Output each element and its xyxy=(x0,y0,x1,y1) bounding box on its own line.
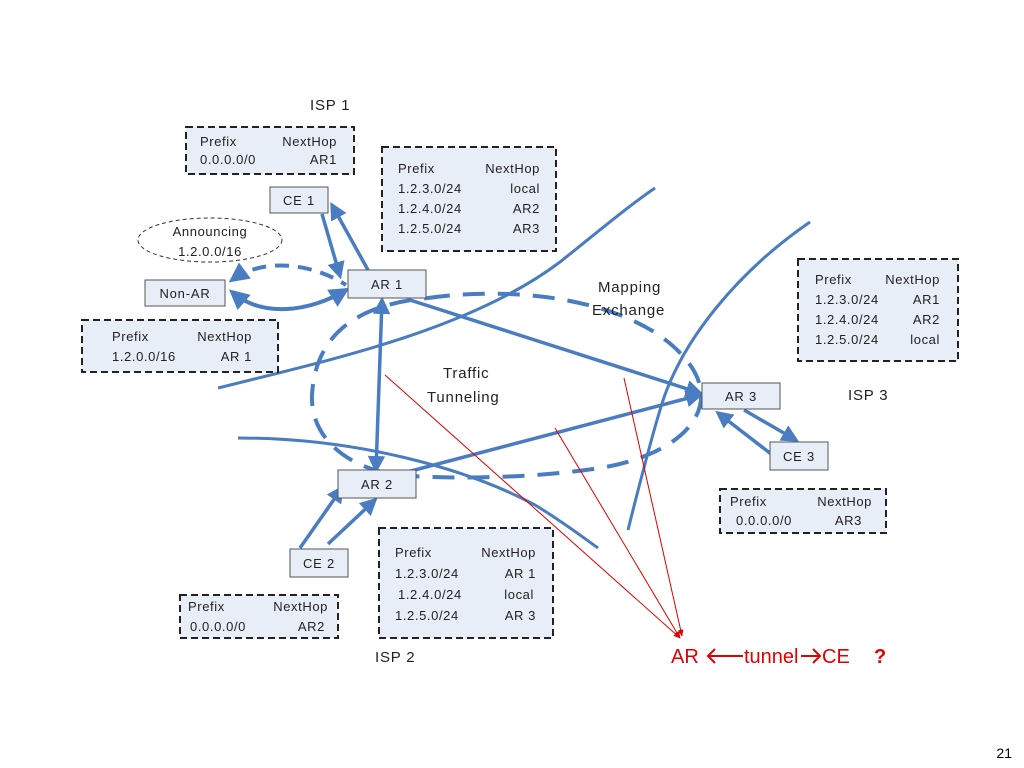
table-ce2-r0-hop: AR2 xyxy=(298,619,325,634)
table-ce3-r0-hop: AR3 xyxy=(835,513,862,528)
table-ce2-h2: NextHop xyxy=(273,599,328,614)
table-ar1-r1-prefix: 1.2.4.0/24 xyxy=(398,201,462,216)
table-ar3: Prefix NextHop 1.2.3.0/24 AR1 1.2.4.0/24… xyxy=(797,258,959,362)
node-ce3-label: CE 3 xyxy=(783,449,815,464)
table-nonar-h1: Prefix xyxy=(112,329,149,344)
node-ar3: AR 3 xyxy=(701,382,781,410)
isp3-label: ISP 3 xyxy=(848,387,888,404)
node-ce1: CE 1 xyxy=(269,186,329,214)
node-ce3: CE 3 xyxy=(769,441,829,471)
left-arrow-icon xyxy=(706,648,743,664)
nonar-ar1-arrow xyxy=(228,287,350,311)
table-ar3-r0-prefix: 1.2.3.0/24 xyxy=(815,292,879,307)
ar1-ar3-arrow xyxy=(409,298,704,398)
table-ce1-h2: NextHop xyxy=(282,134,337,149)
node-ar3-label: AR 3 xyxy=(725,389,757,404)
table-ce1-r0-prefix: 0.0.0.0/0 xyxy=(200,152,256,167)
table-nonar: Prefix NextHop 1.2.0.0/16 AR 1 xyxy=(81,319,279,373)
question-pointers xyxy=(384,374,684,639)
traffic-label-1: Traffic xyxy=(443,365,489,382)
table-ar1-h2: NextHop xyxy=(485,161,540,176)
table-ar1-h1: Prefix xyxy=(398,161,435,176)
mapping-label-2: Exchange xyxy=(592,302,665,319)
ar2-ce2-arrow-a xyxy=(298,485,345,550)
table-ar2-r2-prefix: 1.2.5.0/24 xyxy=(395,608,459,623)
table-ce2-r0-prefix: 0.0.0.0/0 xyxy=(190,619,246,634)
node-ar2-label: AR 2 xyxy=(361,477,393,492)
ar2-ce2-arrow-b xyxy=(326,497,378,546)
table-ar1-r0-hop: local xyxy=(510,181,540,196)
question-ce: CE xyxy=(822,646,850,668)
question-mark: ? xyxy=(874,646,886,668)
table-ar2-r0-hop: AR 1 xyxy=(505,566,536,581)
table-ce3: Prefix NextHop 0.0.0.0/0 AR3 xyxy=(719,488,887,534)
table-ar1-r1-hop: AR2 xyxy=(513,201,540,216)
announce-arrow xyxy=(228,262,348,287)
table-ar1-r0-prefix: 1.2.3.0/24 xyxy=(398,181,462,196)
pointer-1 xyxy=(384,374,681,639)
table-ar2-r1-prefix: 1.2.4.0/24 xyxy=(398,587,462,602)
table-ce3-h1: Prefix xyxy=(730,494,767,509)
table-ar3-r2-prefix: 1.2.5.0/24 xyxy=(815,332,879,347)
ce1-ar1-arrow-b xyxy=(330,201,370,271)
traffic-label-2: Tunneling xyxy=(427,389,500,406)
node-ce1-label: CE 1 xyxy=(283,193,315,208)
question-tunnel: tunnel xyxy=(744,646,799,668)
question-ar: AR xyxy=(671,646,699,668)
isp2-label: ISP 2 xyxy=(375,649,415,666)
table-ar2-h2: NextHop xyxy=(481,545,536,560)
ar3-ce3-arrow-b xyxy=(743,408,800,442)
node-ce2-label: CE 2 xyxy=(303,556,335,571)
isp1-label: ISP 1 xyxy=(310,97,350,114)
table-ar3-r0-hop: AR1 xyxy=(913,292,940,307)
table-ar2-r2-hop: AR 3 xyxy=(505,608,536,623)
node-ce2: CE 2 xyxy=(289,548,349,578)
table-ce2-h1: Prefix xyxy=(188,599,225,614)
table-ar2-r1-hop: local xyxy=(504,587,534,602)
right-arrow-icon xyxy=(801,648,822,664)
isp3-boundary xyxy=(626,220,811,531)
ar3-ce3-arrow-a xyxy=(715,410,777,459)
tunnel-arrows xyxy=(298,201,800,550)
mapping-label-1: Mapping xyxy=(598,279,661,296)
table-ar3-r1-prefix: 1.2.4.0/24 xyxy=(815,312,879,327)
table-ce3-h2: NextHop xyxy=(817,494,872,509)
table-nonar-r0-prefix: 1.2.0.0/16 xyxy=(112,349,176,364)
table-ar1: Prefix NextHop 1.2.3.0/24 local 1.2.4.0/… xyxy=(381,146,557,252)
table-ar1-r2-prefix: 1.2.5.0/24 xyxy=(398,221,462,236)
node-ar2: AR 2 xyxy=(337,469,417,499)
node-ar1-label: AR 1 xyxy=(371,277,403,292)
page-number: 21 xyxy=(996,745,1012,761)
table-ar3-h1: Prefix xyxy=(815,272,852,287)
table-nonar-r0-hop: AR 1 xyxy=(221,349,252,364)
table-ar3-r1-hop: AR2 xyxy=(913,312,940,327)
table-ar1-r2-hop: AR3 xyxy=(513,221,540,236)
table-ce3-r0-prefix: 0.0.0.0/0 xyxy=(736,513,792,528)
ar1-ar2-arrow xyxy=(367,296,391,474)
table-nonar-h2: NextHop xyxy=(197,329,252,344)
node-nonar: Non-AR xyxy=(144,279,226,307)
table-ar2-r0-prefix: 1.2.3.0/24 xyxy=(395,566,459,581)
pointer-3 xyxy=(623,377,684,637)
node-nonar-label: Non-AR xyxy=(159,286,210,301)
isp2-boundary xyxy=(237,436,599,550)
table-ar3-h2: NextHop xyxy=(885,272,940,287)
table-ar2: Prefix NextHop 1.2.3.0/24 AR 1 1.2.4.0/2… xyxy=(378,527,554,639)
announce-line2: 1.2.0.0/16 xyxy=(178,244,242,259)
announce-line1: Announcing xyxy=(173,224,248,239)
table-ce1-r0-hop: AR1 xyxy=(310,152,337,167)
pointer-2 xyxy=(554,427,681,639)
table-ce1-h1: Prefix xyxy=(200,134,237,149)
announce-ellipse xyxy=(137,217,283,263)
ar2-ar3-arrow xyxy=(391,390,704,478)
question-annotation: AR tunnel CE ? xyxy=(671,646,886,668)
table-ce2: Prefix NextHop 0.0.0.0/0 AR2 xyxy=(179,594,339,639)
table-ar3-r2-hop: local xyxy=(910,332,940,347)
table-ar2-h1: Prefix xyxy=(395,545,432,560)
table-ce1: Prefix NextHop 0.0.0.0/0 AR1 xyxy=(185,126,355,175)
ce1-ar1-arrow-a xyxy=(320,213,345,280)
node-ar1: AR 1 xyxy=(347,269,427,299)
